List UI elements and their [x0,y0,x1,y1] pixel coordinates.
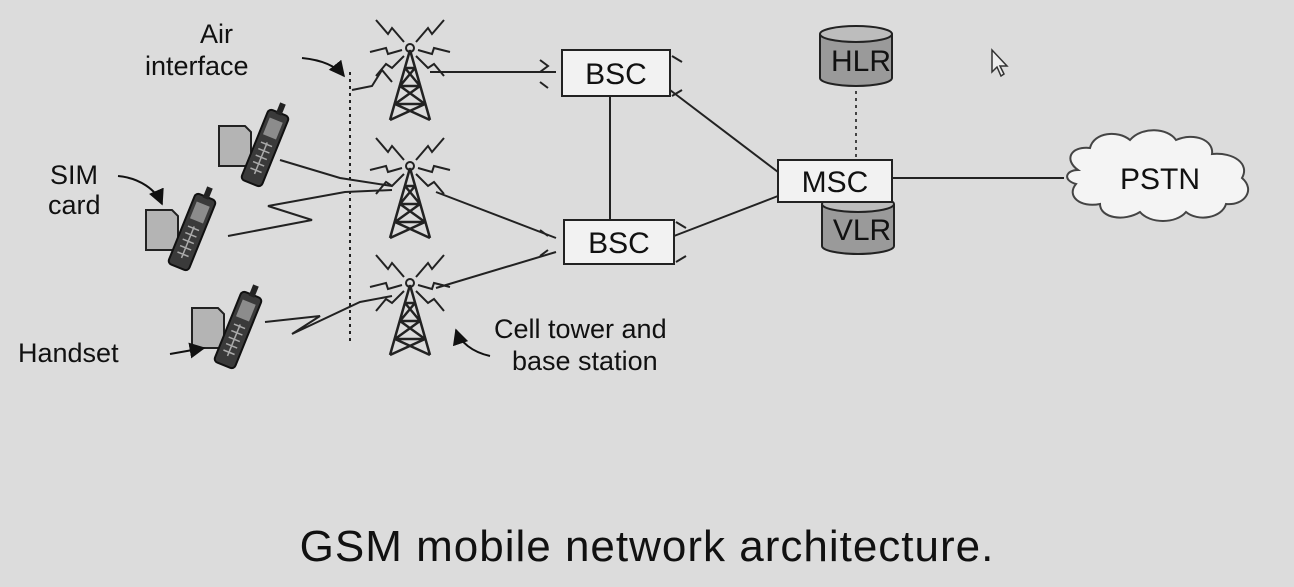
radio-link [539,59,550,89]
mobile-handset-icon [191,280,268,371]
radio-link [264,295,393,335]
radio-link [279,159,393,187]
sim-card-label-2: card [48,190,101,220]
mouse-cursor-icon [991,48,1009,78]
link-tower3-bsc-bottom [435,251,557,289]
bsc-top-box [561,49,671,97]
radio-link [539,229,549,257]
database-icon [821,195,895,255]
vlr-label: VLR [833,214,891,247]
link-bsc-bottom-msc [673,195,779,237]
cell-tower-arrow [452,328,491,357]
msc-box [777,159,893,203]
radio-link [671,55,687,263]
bsc-bottom-label: BSC [588,227,650,260]
cloud-icon [1066,129,1249,222]
bsc-top-label: BSC [585,58,647,91]
handset-arrow [169,342,206,359]
diagram-caption: GSM mobile network architecture. [299,522,995,571]
air-interface-arrow [301,57,346,78]
link-bsc-top-msc [669,89,779,173]
sim-card-arrow [117,175,164,206]
air-interface-label-2: interface [145,51,249,81]
radio-link [351,68,393,91]
radio-link [227,189,393,237]
air-interface-label-1: Air [200,19,233,49]
bsc-bottom-box [563,219,675,265]
pstn-label: PSTN [1120,163,1200,196]
cell-tower-label-2: base station [512,346,658,376]
sim-card-label-1: SIM [50,160,98,190]
mobile-handset-icon [218,98,295,189]
link-tower2-bsc-bottom [435,191,557,239]
cell-tower-icon [368,253,452,357]
msc-label: MSC [802,166,869,199]
database-icon [819,25,893,87]
cell-tower-label-1: Cell tower and [494,314,667,344]
hlr-label: HLR [831,45,891,78]
cell-tower-icon [368,136,452,240]
handset-label: Handset [18,338,119,368]
